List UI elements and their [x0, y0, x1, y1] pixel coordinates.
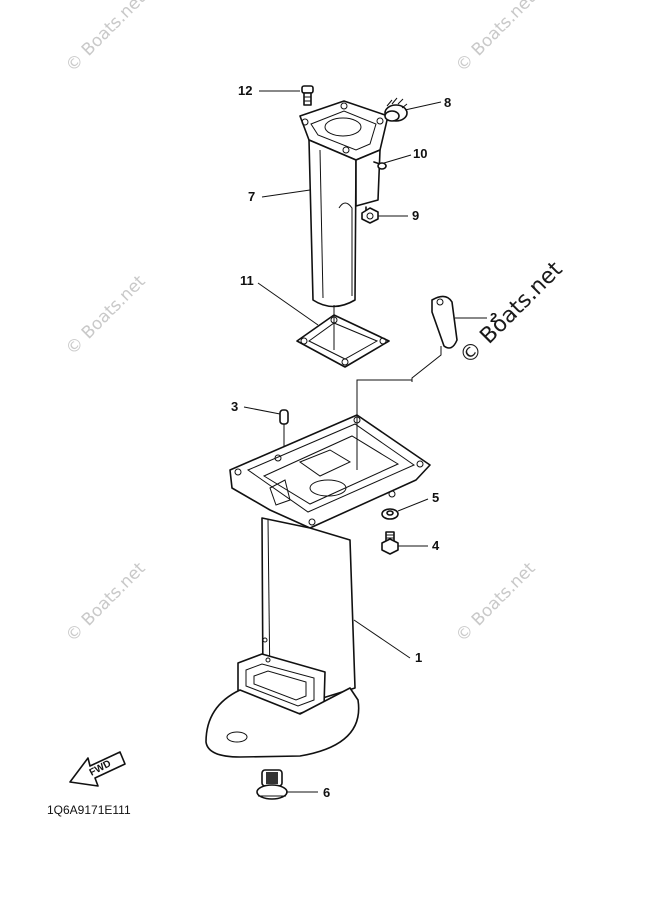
leader-lines — [243, 90, 487, 793]
callout-10: 10 — [413, 146, 428, 161]
diagram-code: 1Q6A9171E111 — [47, 803, 131, 817]
callout-6: 6 — [323, 785, 331, 800]
callout-12: 12 — [238, 83, 253, 98]
part-4-bolt[interactable] — [381, 531, 399, 555]
callout-1: 1 — [415, 650, 423, 665]
part-2-cover-plate[interactable] — [411, 295, 458, 382]
part-9-nut[interactable] — [361, 206, 379, 224]
part-10-screw[interactable] — [373, 161, 387, 170]
callout-11: 11 — [240, 273, 254, 288]
callout-5: 5 — [432, 490, 440, 505]
part-12-bolt[interactable] — [301, 85, 314, 106]
callout-2: 2 — [490, 310, 498, 325]
callout-7: 7 — [248, 189, 256, 204]
part-8-grommet[interactable] — [384, 97, 408, 122]
part-5-washer[interactable] — [381, 508, 399, 520]
fwd-arrow-icon — [69, 751, 126, 787]
callout-9: 9 — [412, 208, 420, 223]
callout-4: 4 — [432, 538, 440, 553]
part-11-gasket[interactable] — [296, 305, 390, 368]
part-7-exhaust-tube[interactable] — [299, 100, 389, 308]
callout-8: 8 — [444, 95, 452, 110]
part-1-upper-casing[interactable] — [205, 379, 431, 758]
part-6-damper[interactable] — [256, 769, 288, 800]
callout-3: 3 — [231, 399, 239, 414]
